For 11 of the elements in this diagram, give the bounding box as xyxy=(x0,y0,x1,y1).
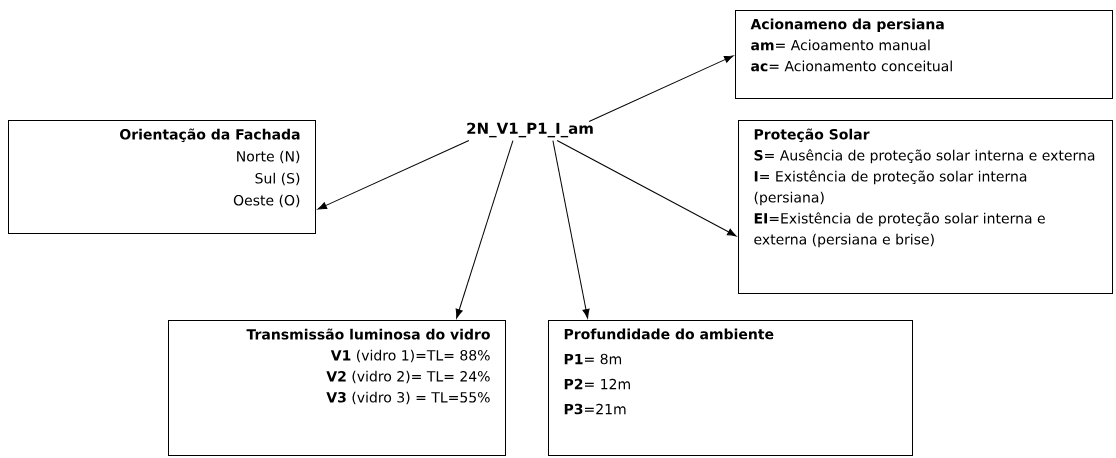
legend-box: Profundidade do ambiente P1= 8m P2= 12m P3=21m xyxy=(548,320,913,456)
arrow xyxy=(588,55,734,122)
arrow xyxy=(556,140,737,237)
legend-box: Orientação da Fachada Norte (N) Sul (S) Oeste (O) xyxy=(8,120,316,234)
code-label: 2N_V1_P1_I_am xyxy=(467,122,593,138)
legend-box: Transmissão luminosa do vidro V1 (vidro 1)=TL= 88% V2 (vidro 2)= TL= 24% V3 (vidro 3) = TL=55% xyxy=(168,320,506,456)
legend-box: Proteção Solar S= Ausência de proteção solar interna e externa I= Existência de proteção solar interna (persiana) EI=Existência de proteção solar interna e externa (persiana e brise) xyxy=(738,120,1113,294)
legend-box: Acionameno da persiana am= Acioamento manual ac= Acionamento conceitual xyxy=(735,10,1113,99)
arrow xyxy=(317,140,470,210)
arrow xyxy=(455,140,514,319)
arrow xyxy=(552,140,590,319)
